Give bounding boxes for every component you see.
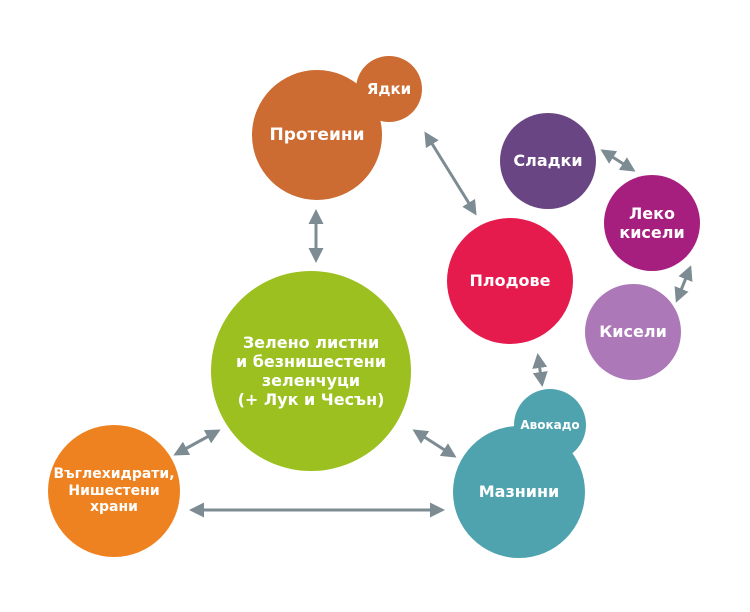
node-fruits: Плодове (447, 218, 573, 344)
arrow-fruits-fats (532, 353, 548, 387)
node-sour: Кисели (585, 284, 681, 380)
node-carbs-label-line-3: храни (90, 499, 138, 516)
node-carbs-label-line-1: Въглехидрати, (53, 465, 175, 482)
node-carbs: Въглехидрати, Нишестени храни (48, 425, 180, 557)
node-avocado: Авокадо (514, 389, 586, 461)
node-greens-label-line-1: Зелено листни (242, 332, 380, 352)
node-avocado-label: Авокадо (520, 417, 580, 432)
node-semisour: Леко кисели (604, 175, 700, 271)
arrow-sweet-semisour (600, 149, 636, 172)
node-semisour-label-line-1: Леко (629, 203, 675, 223)
arrow-semisour-sour (674, 265, 693, 303)
node-sour-label: Кисели (599, 322, 667, 342)
node-sweet-label: Сладки (513, 151, 583, 171)
node-greens: Зелено листни и безнишестени зеленчуци (… (211, 271, 411, 471)
node-greens-label-line-3: зеленчуци (261, 371, 361, 390)
node-semisour-label-line-2: кисели (619, 223, 685, 242)
node-greens-label-line-2: и безнишестени (235, 351, 387, 371)
arrow-greens-carbs (173, 429, 221, 456)
node-greens-label-line-4: (+ Лук и Чесън) (237, 390, 385, 410)
node-carbs-label-line-2: Нишестени (68, 482, 160, 499)
arrow-proteins-fruits (424, 131, 477, 216)
node-fats-label: Мазнини (478, 482, 560, 502)
node-nuts-label: Ядки (366, 80, 412, 98)
arrow-greens-fats (412, 429, 457, 458)
node-proteins-label: Протеини (269, 124, 365, 145)
node-nuts: Ядки (356, 56, 422, 122)
node-sweet: Сладки (500, 113, 596, 209)
node-fruits-label: Плодове (469, 271, 551, 291)
